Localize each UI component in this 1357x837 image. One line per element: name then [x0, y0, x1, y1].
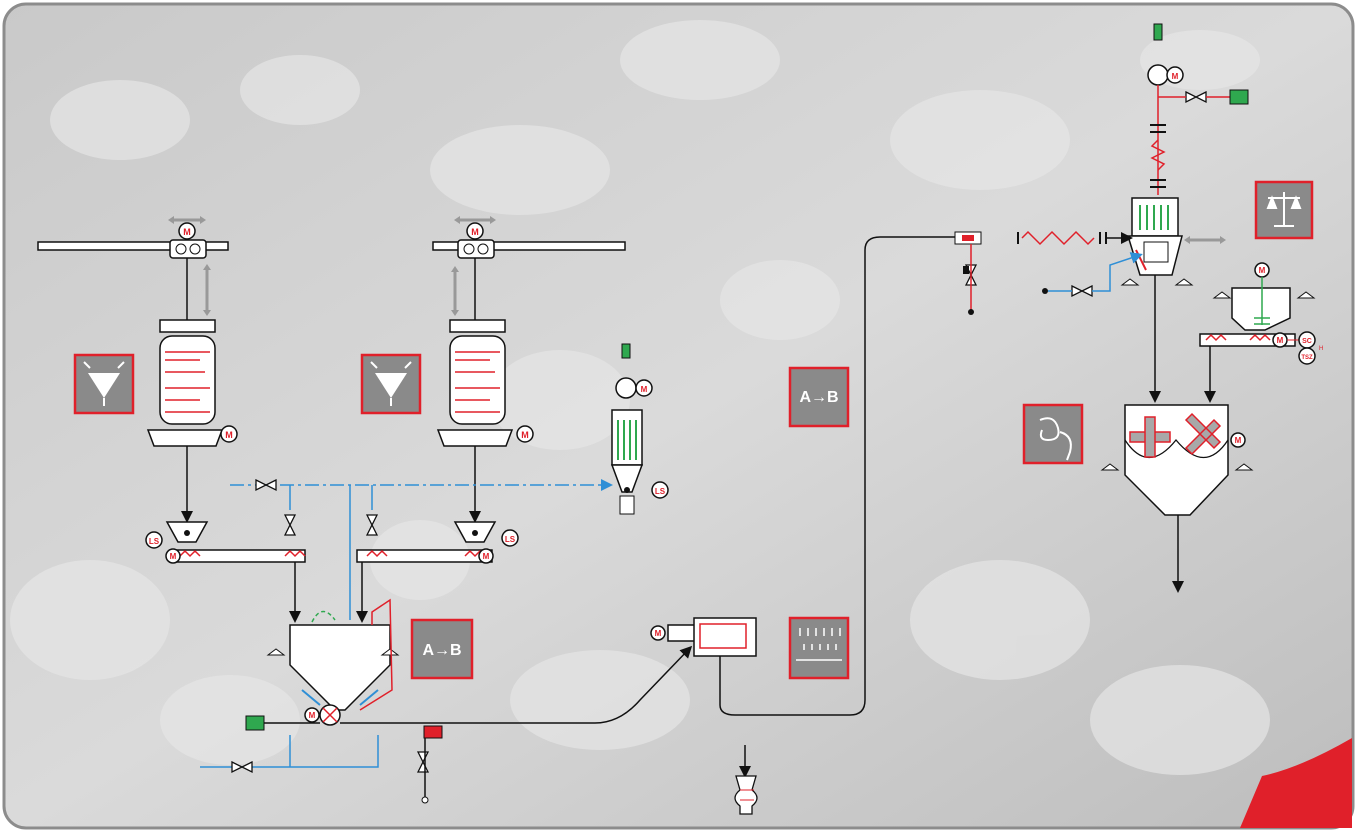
- motor-label: M: [655, 629, 662, 638]
- icon-box-mixing: [1022, 403, 1084, 465]
- weigh-hopper: M M SC TSZ H: [1199, 262, 1323, 403]
- dust-filter-1: M LS: [610, 343, 669, 515]
- motor-label: M: [1235, 436, 1242, 445]
- conveying-line: [340, 645, 693, 800]
- level-switch-label: LS: [655, 487, 666, 496]
- motor-label: M: [183, 227, 191, 237]
- level-switch-label: LS: [505, 535, 516, 544]
- motor-label: M: [1172, 72, 1179, 81]
- intermediate-vessel: M: [245, 598, 400, 731]
- feed-hopper-1: LS M: [145, 521, 306, 623]
- motor-label: M: [309, 711, 316, 720]
- motor-label: M: [170, 552, 177, 561]
- receiver-filter: [1042, 197, 1226, 294]
- motor-label: M: [1259, 266, 1266, 275]
- bulk-container-1: M: [146, 319, 238, 523]
- motor-hoist-2: M: [466, 222, 484, 240]
- corner-accent: [1240, 738, 1352, 828]
- transfer-label: A→B: [799, 389, 838, 406]
- overhead-rail-2: [432, 216, 626, 322]
- icon-box-hopper-2: [360, 353, 422, 415]
- motor-label: M: [471, 227, 479, 237]
- icon-box-weighing: [1254, 180, 1314, 240]
- rotary-valve-sight: [421, 725, 443, 804]
- sieve-unit: M: [650, 236, 960, 815]
- speed-switch-label: TSZ: [1301, 355, 1313, 361]
- icon-box-dosing: [788, 616, 850, 680]
- motor-hoist-1: M: [178, 222, 196, 240]
- icon-box-transfer-1: A→B: [410, 618, 474, 680]
- speed-control-label: SC: [1302, 338, 1312, 345]
- twin-shaft-mixer: M: [1100, 404, 1254, 593]
- transfer-label: A→B: [422, 642, 461, 659]
- feed-hopper-2: LS M: [356, 521, 519, 623]
- icon-box-transfer-2: A→B: [788, 366, 850, 428]
- vacuum-pump-line: M: [1147, 23, 1249, 195]
- motor-label: M: [1277, 336, 1284, 345]
- level-switch-label: LS: [149, 537, 160, 546]
- flexible-hose: [954, 230, 1133, 315]
- motor-label: M: [483, 552, 490, 561]
- motor-label: M: [641, 385, 648, 394]
- switch-high-label: H: [1319, 346, 1323, 352]
- motor-label: M: [225, 430, 233, 440]
- icon-box-hopper-1: [73, 353, 135, 415]
- overhead-rail-1: [37, 216, 229, 322]
- motor-label: M: [521, 430, 529, 440]
- air-lines: [200, 479, 613, 768]
- bulk-container-2: M: [436, 319, 534, 523]
